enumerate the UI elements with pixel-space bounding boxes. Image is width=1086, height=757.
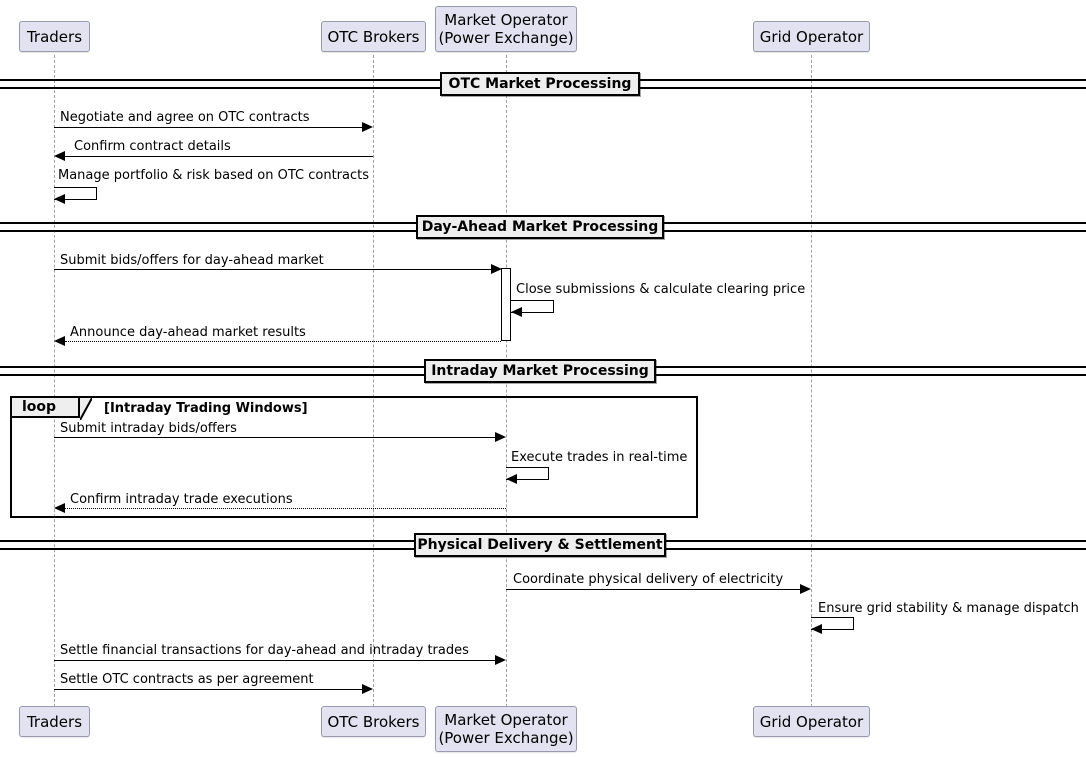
self-message-box-m5 [511, 300, 554, 313]
message-line-m2 [65, 156, 373, 157]
lifeline-traders [54, 55, 55, 707]
arrowhead-right-m7 [495, 432, 506, 442]
message-label-m4: Submit bids/offers for day-ahead market [60, 253, 324, 268]
participant-market-operator-bottom[interactable]: Market Operator (Power Exchange) [435, 706, 577, 752]
self-message-box-m8 [506, 467, 549, 480]
arrowhead-left-m3 [54, 194, 65, 204]
divider-otc-market-processing: OTC Market Processing [440, 72, 640, 96]
participant-label-line2: (Power Exchange) [438, 29, 574, 47]
participant-grid-operator-top[interactable]: Grid Operator [753, 21, 870, 52]
fragment-loop-intraday [10, 396, 698, 518]
participant-label: OTC Brokers [327, 27, 420, 46]
arrowhead-right-m13 [362, 684, 373, 694]
divider-intraday-market-processing: Intraday Market Processing [424, 359, 656, 383]
participant-label: Grid Operator [759, 712, 864, 731]
message-line-m13 [54, 689, 362, 690]
arrowhead-left-m11 [811, 624, 822, 634]
participant-label-line2: (Power Exchange) [438, 729, 574, 747]
message-line-m1 [54, 127, 362, 128]
participant-label-line1: Market Operator [444, 11, 568, 29]
divider-label: OTC Market Processing [448, 76, 632, 92]
participant-label: Traders [26, 712, 83, 731]
fragment-kind-label: loop [22, 399, 57, 415]
participant-otc-brokers-top[interactable]: OTC Brokers [321, 21, 426, 52]
message-line-m4 [54, 269, 491, 270]
participant-traders-top[interactable]: Traders [19, 21, 90, 52]
message-label-m7: Submit intraday bids/offers [60, 421, 237, 436]
divider-label: Intraday Market Processing [431, 363, 649, 379]
message-label-m5: Close submissions & calculate clearing p… [516, 282, 806, 297]
participant-label: OTC Brokers [327, 712, 420, 731]
divider-physical-delivery-settlement: Physical Delivery & Settlement [414, 533, 666, 557]
arrowhead-right-m10 [800, 584, 811, 594]
participant-otc-brokers-bottom[interactable]: OTC Brokers [321, 706, 426, 737]
message-label-m11: Ensure grid stability & manage dispatch [818, 601, 1079, 616]
arrowhead-right-m4 [491, 264, 502, 274]
self-message-box-m3 [54, 187, 97, 200]
message-label-m1: Negotiate and agree on OTC contracts [60, 110, 310, 125]
self-message-box-m11 [811, 617, 854, 630]
arrowhead-right-m1 [362, 122, 373, 132]
participant-label-line1: Market Operator [444, 711, 568, 729]
lifeline-grid-operator [811, 55, 812, 707]
message-label-m9: Confirm intraday trade executions [70, 492, 293, 507]
fragment-loop-condition: [Intraday Trading Windows] [104, 401, 308, 416]
message-label-m10: Coordinate physical delivery of electric… [513, 572, 784, 587]
fragment-loop-tab-cut [80, 398, 92, 420]
arrowhead-left-m9 [54, 503, 65, 513]
participant-label: Grid Operator [759, 27, 864, 46]
arrowhead-left-m2 [54, 151, 65, 161]
message-label-m8: Execute trades in real-time [511, 450, 688, 465]
divider-label: Physical Delivery & Settlement [417, 537, 663, 553]
participant-traders-bottom[interactable]: Traders [19, 706, 90, 737]
arrowhead-left-m5 [511, 307, 522, 317]
divider-day-ahead-market-processing: Day-Ahead Market Processing [416, 215, 664, 239]
message-line-m12 [54, 660, 495, 661]
activation-bar-market-operator-day-ahead [501, 268, 511, 341]
divider-label: Day-Ahead Market Processing [421, 219, 659, 235]
message-line-m10 [506, 589, 800, 590]
arrowhead-right-m12 [495, 655, 506, 665]
participant-market-operator-top[interactable]: Market Operator (Power Exchange) [435, 6, 577, 52]
message-label-m2: Confirm contract details [74, 139, 231, 154]
message-line-m6 [65, 341, 501, 342]
fragment-loop-tab: loop [12, 398, 80, 418]
message-label-m13: Settle OTC contracts as per agreement [60, 672, 314, 687]
participant-label: Traders [26, 27, 83, 46]
message-label-m12: Settle financial transactions for day-ah… [60, 643, 469, 658]
lifeline-otc-brokers [373, 55, 374, 707]
message-label-m6: Announce day-ahead market results [70, 325, 306, 340]
arrowhead-left-m8 [506, 474, 517, 484]
participant-grid-operator-bottom[interactable]: Grid Operator [753, 706, 870, 737]
message-line-m7 [54, 437, 495, 438]
message-label-m3: Manage portfolio & risk based on OTC con… [58, 168, 370, 183]
arrowhead-left-m6 [54, 336, 65, 346]
message-line-m9 [65, 508, 506, 509]
